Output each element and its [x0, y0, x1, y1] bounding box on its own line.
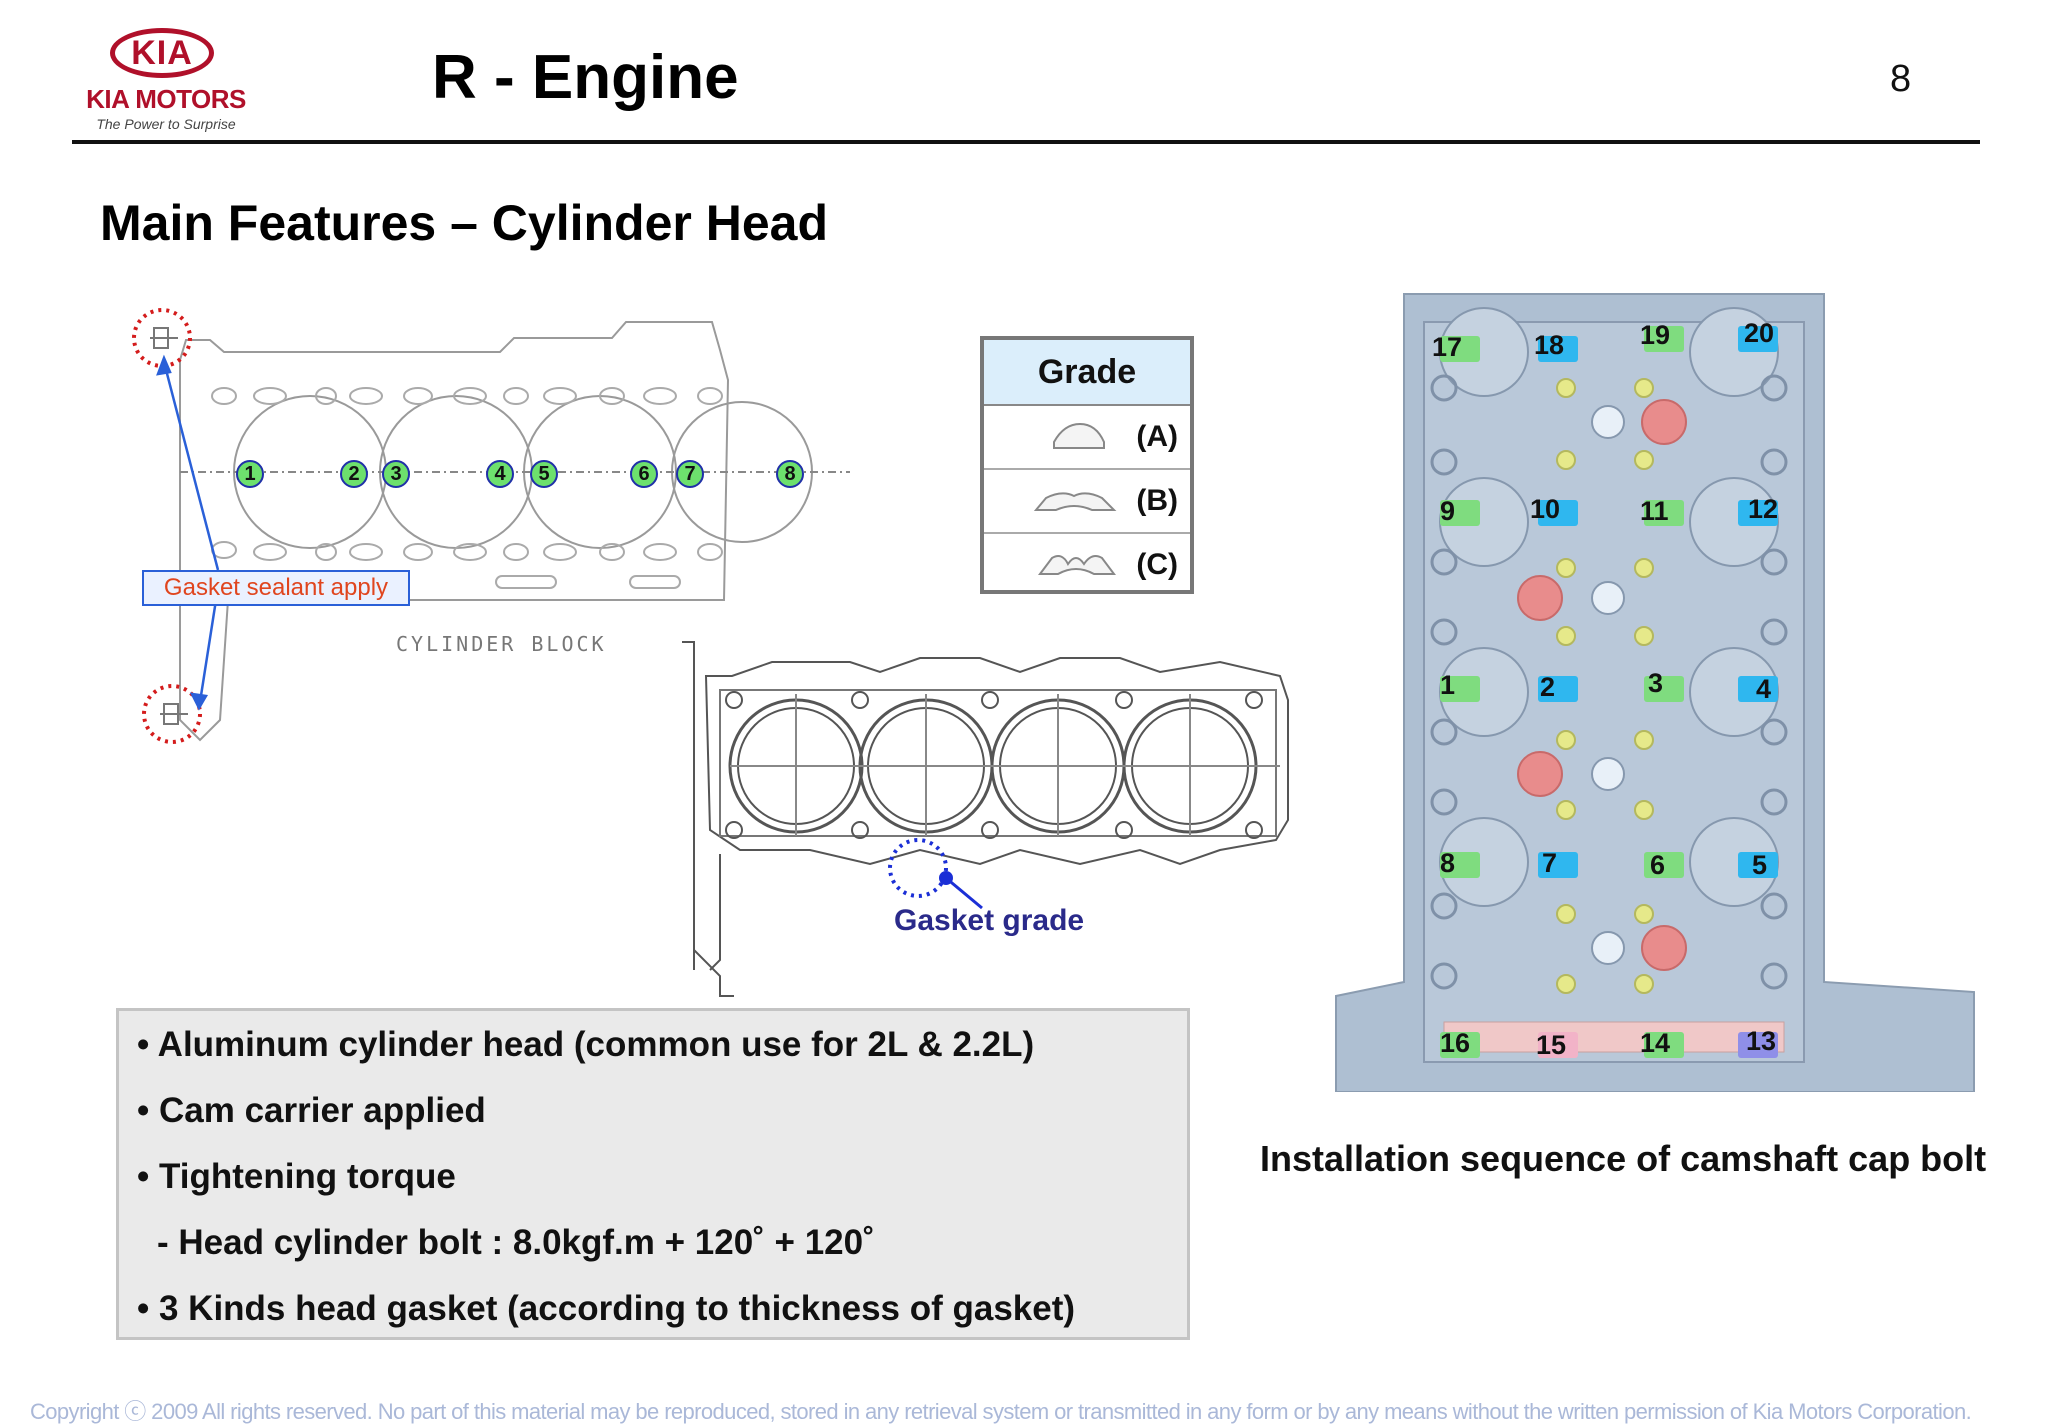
bolt-number: 5 — [1752, 850, 1768, 880]
grade-row: (A) — [984, 406, 1190, 470]
bolt-number: 8 — [1440, 848, 1456, 878]
grade-label: (B) — [1136, 484, 1178, 517]
bolt-number: 12 — [1748, 494, 1779, 524]
feature-item: • Tightening torque — [137, 1157, 456, 1196]
cylinder-block-label: CYLINDER BLOCK — [396, 632, 607, 656]
bolt-number: 10 — [1530, 494, 1561, 524]
bolt-marker — [1538, 1032, 1578, 1058]
bolt-marker — [1440, 336, 1480, 362]
gasket-grade-callout: Gasket grade — [894, 904, 1085, 937]
bolt-number: 17 — [1432, 332, 1463, 362]
bolt-number: 7 — [1542, 848, 1558, 878]
bolt-marker — [1644, 500, 1684, 526]
head-gasket-drawing — [682, 641, 1289, 997]
bolt-marker — [1738, 676, 1778, 702]
bolt-marker — [1440, 500, 1480, 526]
cylinder-number: 4 — [486, 460, 514, 488]
feature-item: • Aluminum cylinder head (common use for… — [137, 1025, 1035, 1064]
bolt-number: 13 — [1746, 1026, 1777, 1056]
bolt-number: 20 — [1744, 318, 1775, 348]
kia-logo-oval — [110, 28, 214, 78]
bolt-marker — [1644, 852, 1684, 878]
bolt-marker — [1738, 326, 1778, 352]
feature-item: • 3 Kinds head gasket (according to thic… — [137, 1289, 1076, 1328]
bolt-marker — [1738, 500, 1778, 526]
bolt-number: 4 — [1756, 674, 1772, 704]
bolt-marker — [1440, 676, 1480, 702]
cylinder-number: 8 — [776, 460, 804, 488]
grade-row: (B) — [984, 470, 1190, 534]
bolt-number: 14 — [1640, 1028, 1671, 1058]
grade-row: (C) — [984, 534, 1190, 596]
feature-item: • Cam carrier applied — [137, 1091, 486, 1130]
brand-name: KIA MOTORS — [86, 84, 246, 114]
slide-title: R - Engine — [432, 43, 739, 112]
bolt-number: 2 — [1540, 672, 1556, 702]
page-number: 8 — [1890, 58, 1912, 100]
bolt-marker — [1538, 336, 1578, 362]
bolt-marker — [1538, 852, 1578, 878]
features-box: • Aluminum cylinder head (common use for… — [116, 1008, 1190, 1340]
gasket-shape-a-icon — [1053, 422, 1105, 449]
gasket-sealant-callout: Gasket sealant apply — [142, 570, 410, 606]
cylinder-number: 3 — [382, 460, 410, 488]
bolt-number: 15 — [1536, 1030, 1567, 1060]
cylinder-number: 2 — [340, 460, 368, 488]
bolt-marker — [1644, 1032, 1684, 1058]
bolt-number: 16 — [1440, 1028, 1471, 1058]
bolt-marker — [1644, 676, 1684, 702]
bolt-marker — [1644, 326, 1684, 352]
bolt-marker — [1538, 500, 1578, 526]
grade-table-header: Grade — [984, 340, 1190, 406]
camshaft-caption: Installation sequence of camshaft cap bo… — [1260, 1138, 1987, 1179]
bolt-marker — [1440, 1032, 1480, 1058]
gasket-shape-b-icon — [1033, 492, 1117, 511]
cylinder-number: 6 — [630, 460, 658, 488]
header-rule — [72, 140, 1980, 144]
grade-label: (C) — [1136, 548, 1178, 581]
grade-label: (A) — [1136, 420, 1178, 453]
bolt-marker — [1738, 852, 1778, 878]
feature-subitem: - Head cylinder bolt : 8.0kgf.m + 120˚ +… — [157, 1223, 875, 1262]
section-title: Main Features – Cylinder Head — [100, 195, 829, 251]
bolt-marker — [1738, 1032, 1778, 1058]
gasket-shape-c-icon — [1038, 555, 1116, 575]
cylinder-number: 7 — [676, 460, 704, 488]
bolt-number: 1 — [1440, 670, 1456, 700]
bolt-number: 18 — [1534, 330, 1565, 360]
bolt-number: 6 — [1650, 850, 1666, 880]
bolt-marker — [1538, 676, 1578, 702]
bolt-number: 3 — [1648, 668, 1664, 698]
cylinder-number: 5 — [530, 460, 558, 488]
bolt-marker — [1440, 852, 1480, 878]
copyright-notice: Copyright ⓒ 2009 All rights reserved. No… — [30, 1399, 1972, 1424]
bolt-number: 11 — [1640, 496, 1669, 526]
cylinder-number: 1 — [236, 460, 264, 488]
grade-table: Grade (A) (B) (C) — [980, 336, 1194, 594]
bolt-number: 19 — [1640, 320, 1671, 350]
bolt-number: 9 — [1440, 496, 1456, 526]
brand-tagline: The Power to Surprise — [96, 116, 236, 132]
kia-logo: KIA — [131, 34, 193, 72]
